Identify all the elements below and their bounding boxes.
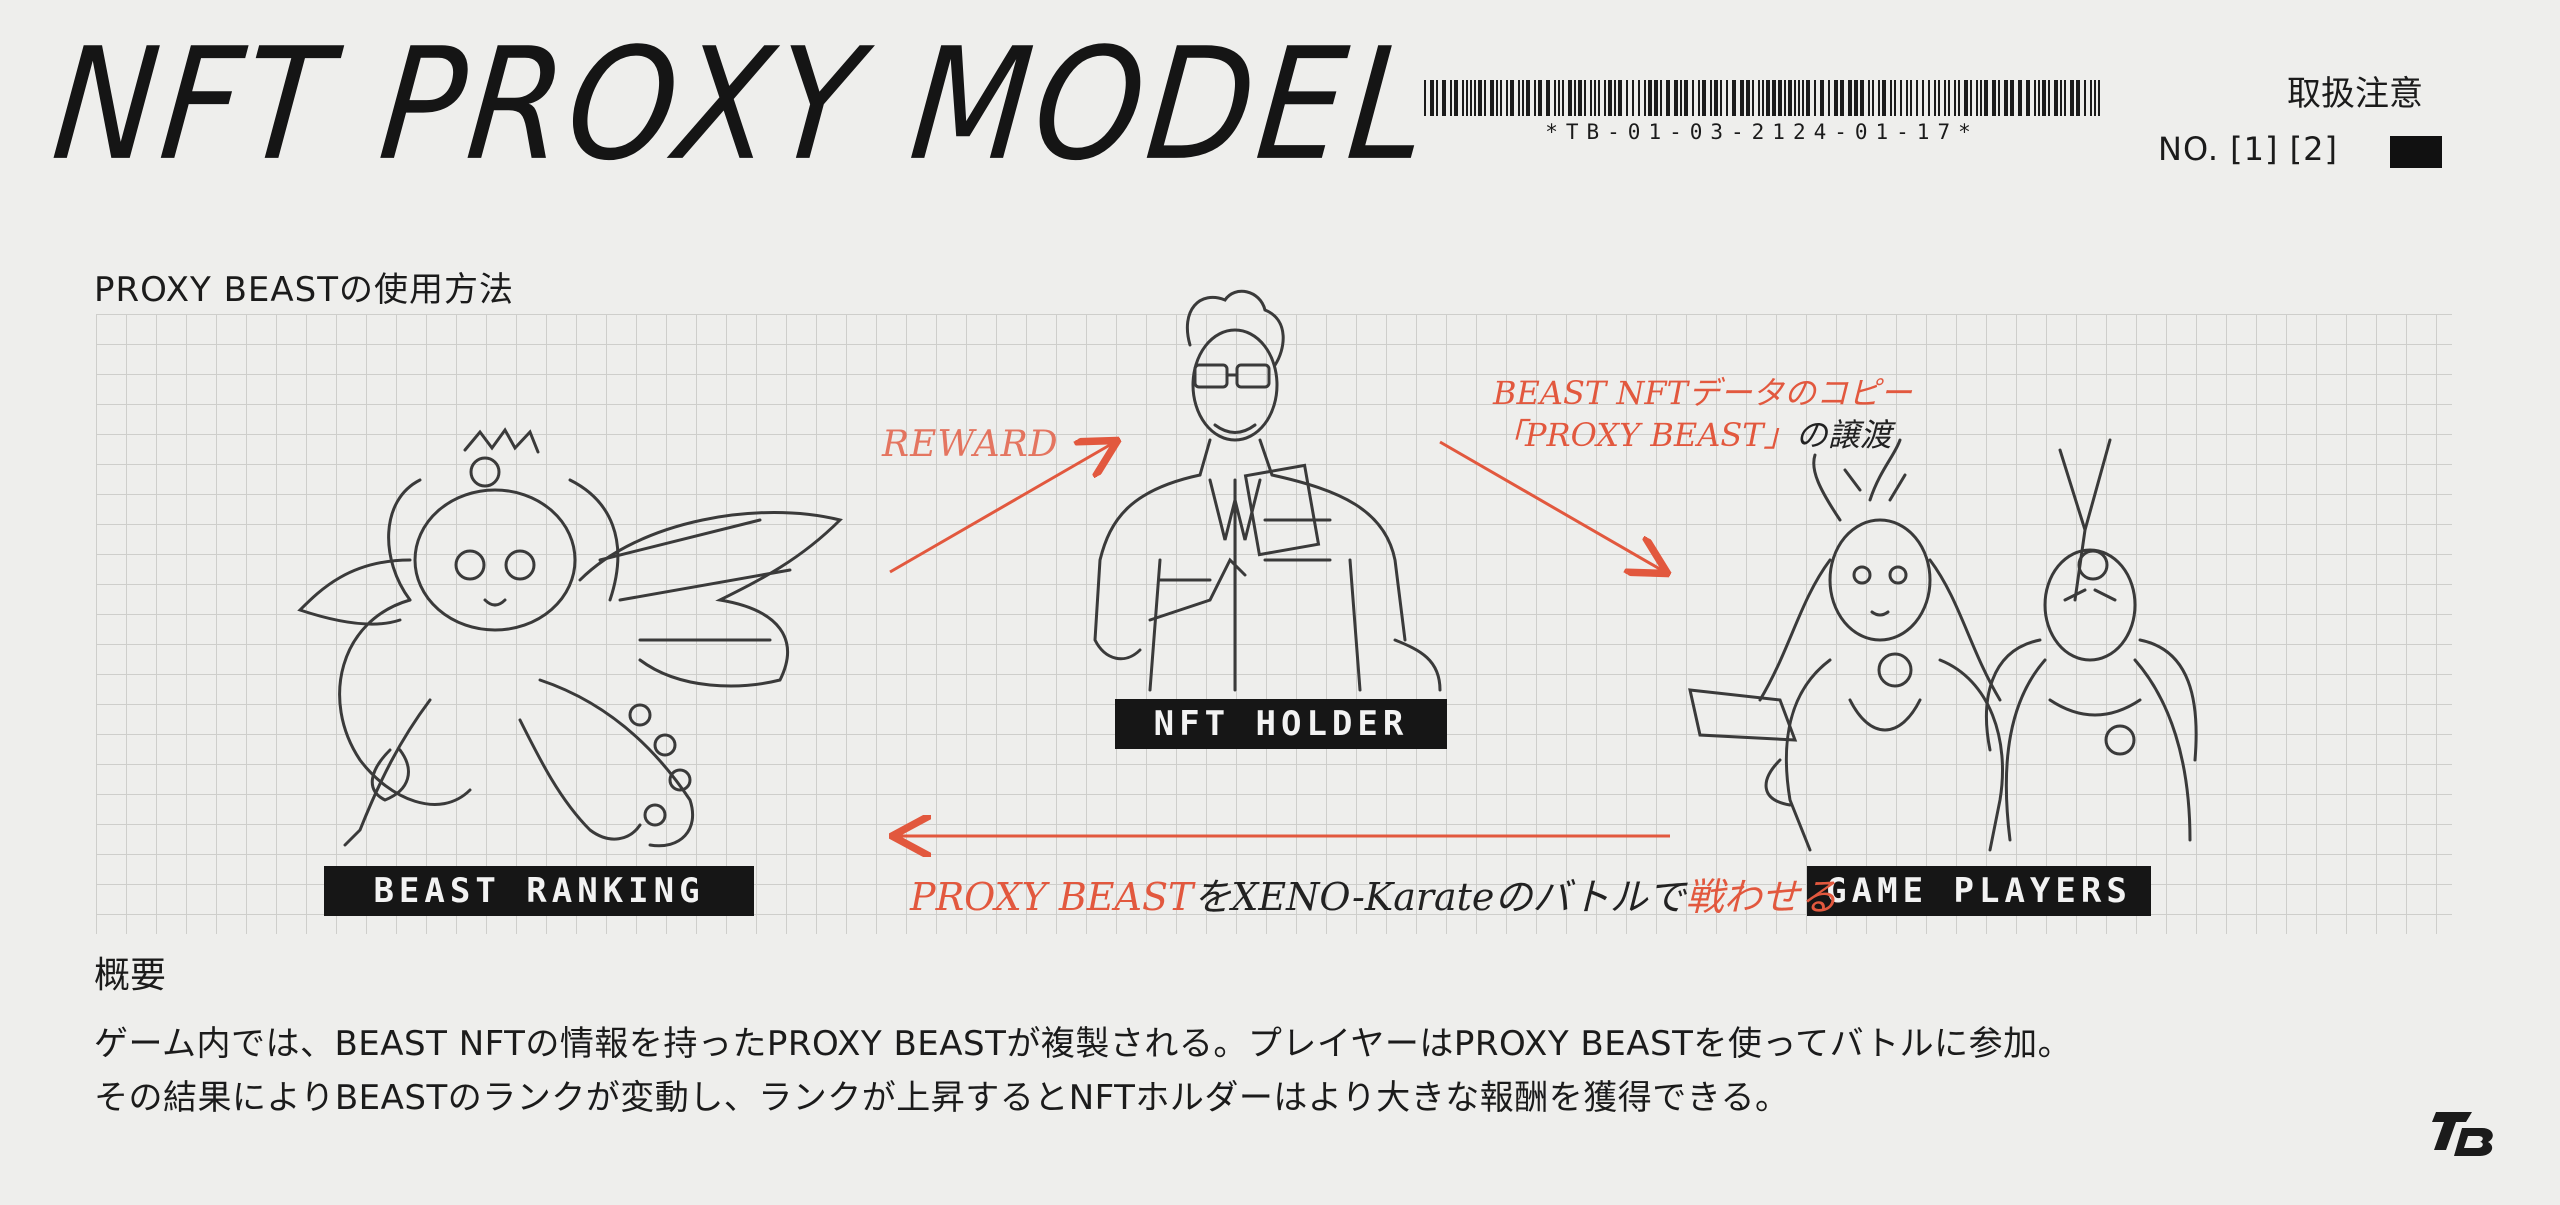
battle-edge-label-highlight: PROXY BEAST [910, 875, 1194, 919]
overview-heading: 概要 [94, 955, 167, 996]
page-subtitle: PROXY BEASTの使用方法 [94, 270, 514, 310]
battle-edge-label-end: 戦わせる [1685, 875, 1838, 919]
copy-edge-label-line1: BEAST NFTデータのコピー [1493, 374, 1912, 412]
battle-edge-label: PROXY BEASTをXENO-Karateのバトルで戦わせる [910, 866, 1838, 921]
node-label-nft-holder: NFT HOLDER [1115, 699, 1447, 749]
copy-edge-label-line2: 「PROXY BEAST」の譲渡 [1493, 414, 1912, 456]
doc-number: NO. [1] [2] [2158, 130, 2338, 168]
doc-number-redaction [2390, 136, 2442, 168]
battle-edge-label-middle: をXENO-Karateのバトルで [1193, 875, 1686, 919]
overview-line-1: ゲーム内では、BEAST NFTの情報を持ったPROXY BEASTが複製される… [94, 1024, 2073, 1064]
barcode [1424, 80, 2100, 116]
nft-holder-sketch [1093, 289, 1442, 692]
copy-edge-label: BEAST NFTデータのコピー 「PROXY BEAST」の譲渡 [1493, 372, 1912, 456]
copy-arrow [1439, 440, 1665, 572]
reward-arrow [889, 442, 1115, 574]
copy-edge-label-rest: の譲渡 [1795, 416, 1892, 454]
beast-sketch [297, 427, 843, 848]
barcode-text: *TB-01-03-2124-01-17* [1545, 120, 1979, 144]
grid-background [96, 314, 2452, 934]
players-sketch [1688, 438, 2198, 852]
node-label-game-players: GAME PLAYERS [1807, 866, 2151, 916]
reward-edge-label: REWARD [882, 424, 1059, 465]
handling-note: 取扱注意 [2287, 74, 2423, 114]
node-label-beast-ranking: BEAST RANKING [324, 866, 754, 916]
brand-logo-icon [2432, 1112, 2493, 1156]
overview-line-2: その結果によりBEASTのランクが変動し、ランクが上昇するとNFTホルダーはより… [94, 1078, 1790, 1118]
copy-edge-label-highlight: 「PROXY BEAST」 [1493, 416, 1796, 454]
